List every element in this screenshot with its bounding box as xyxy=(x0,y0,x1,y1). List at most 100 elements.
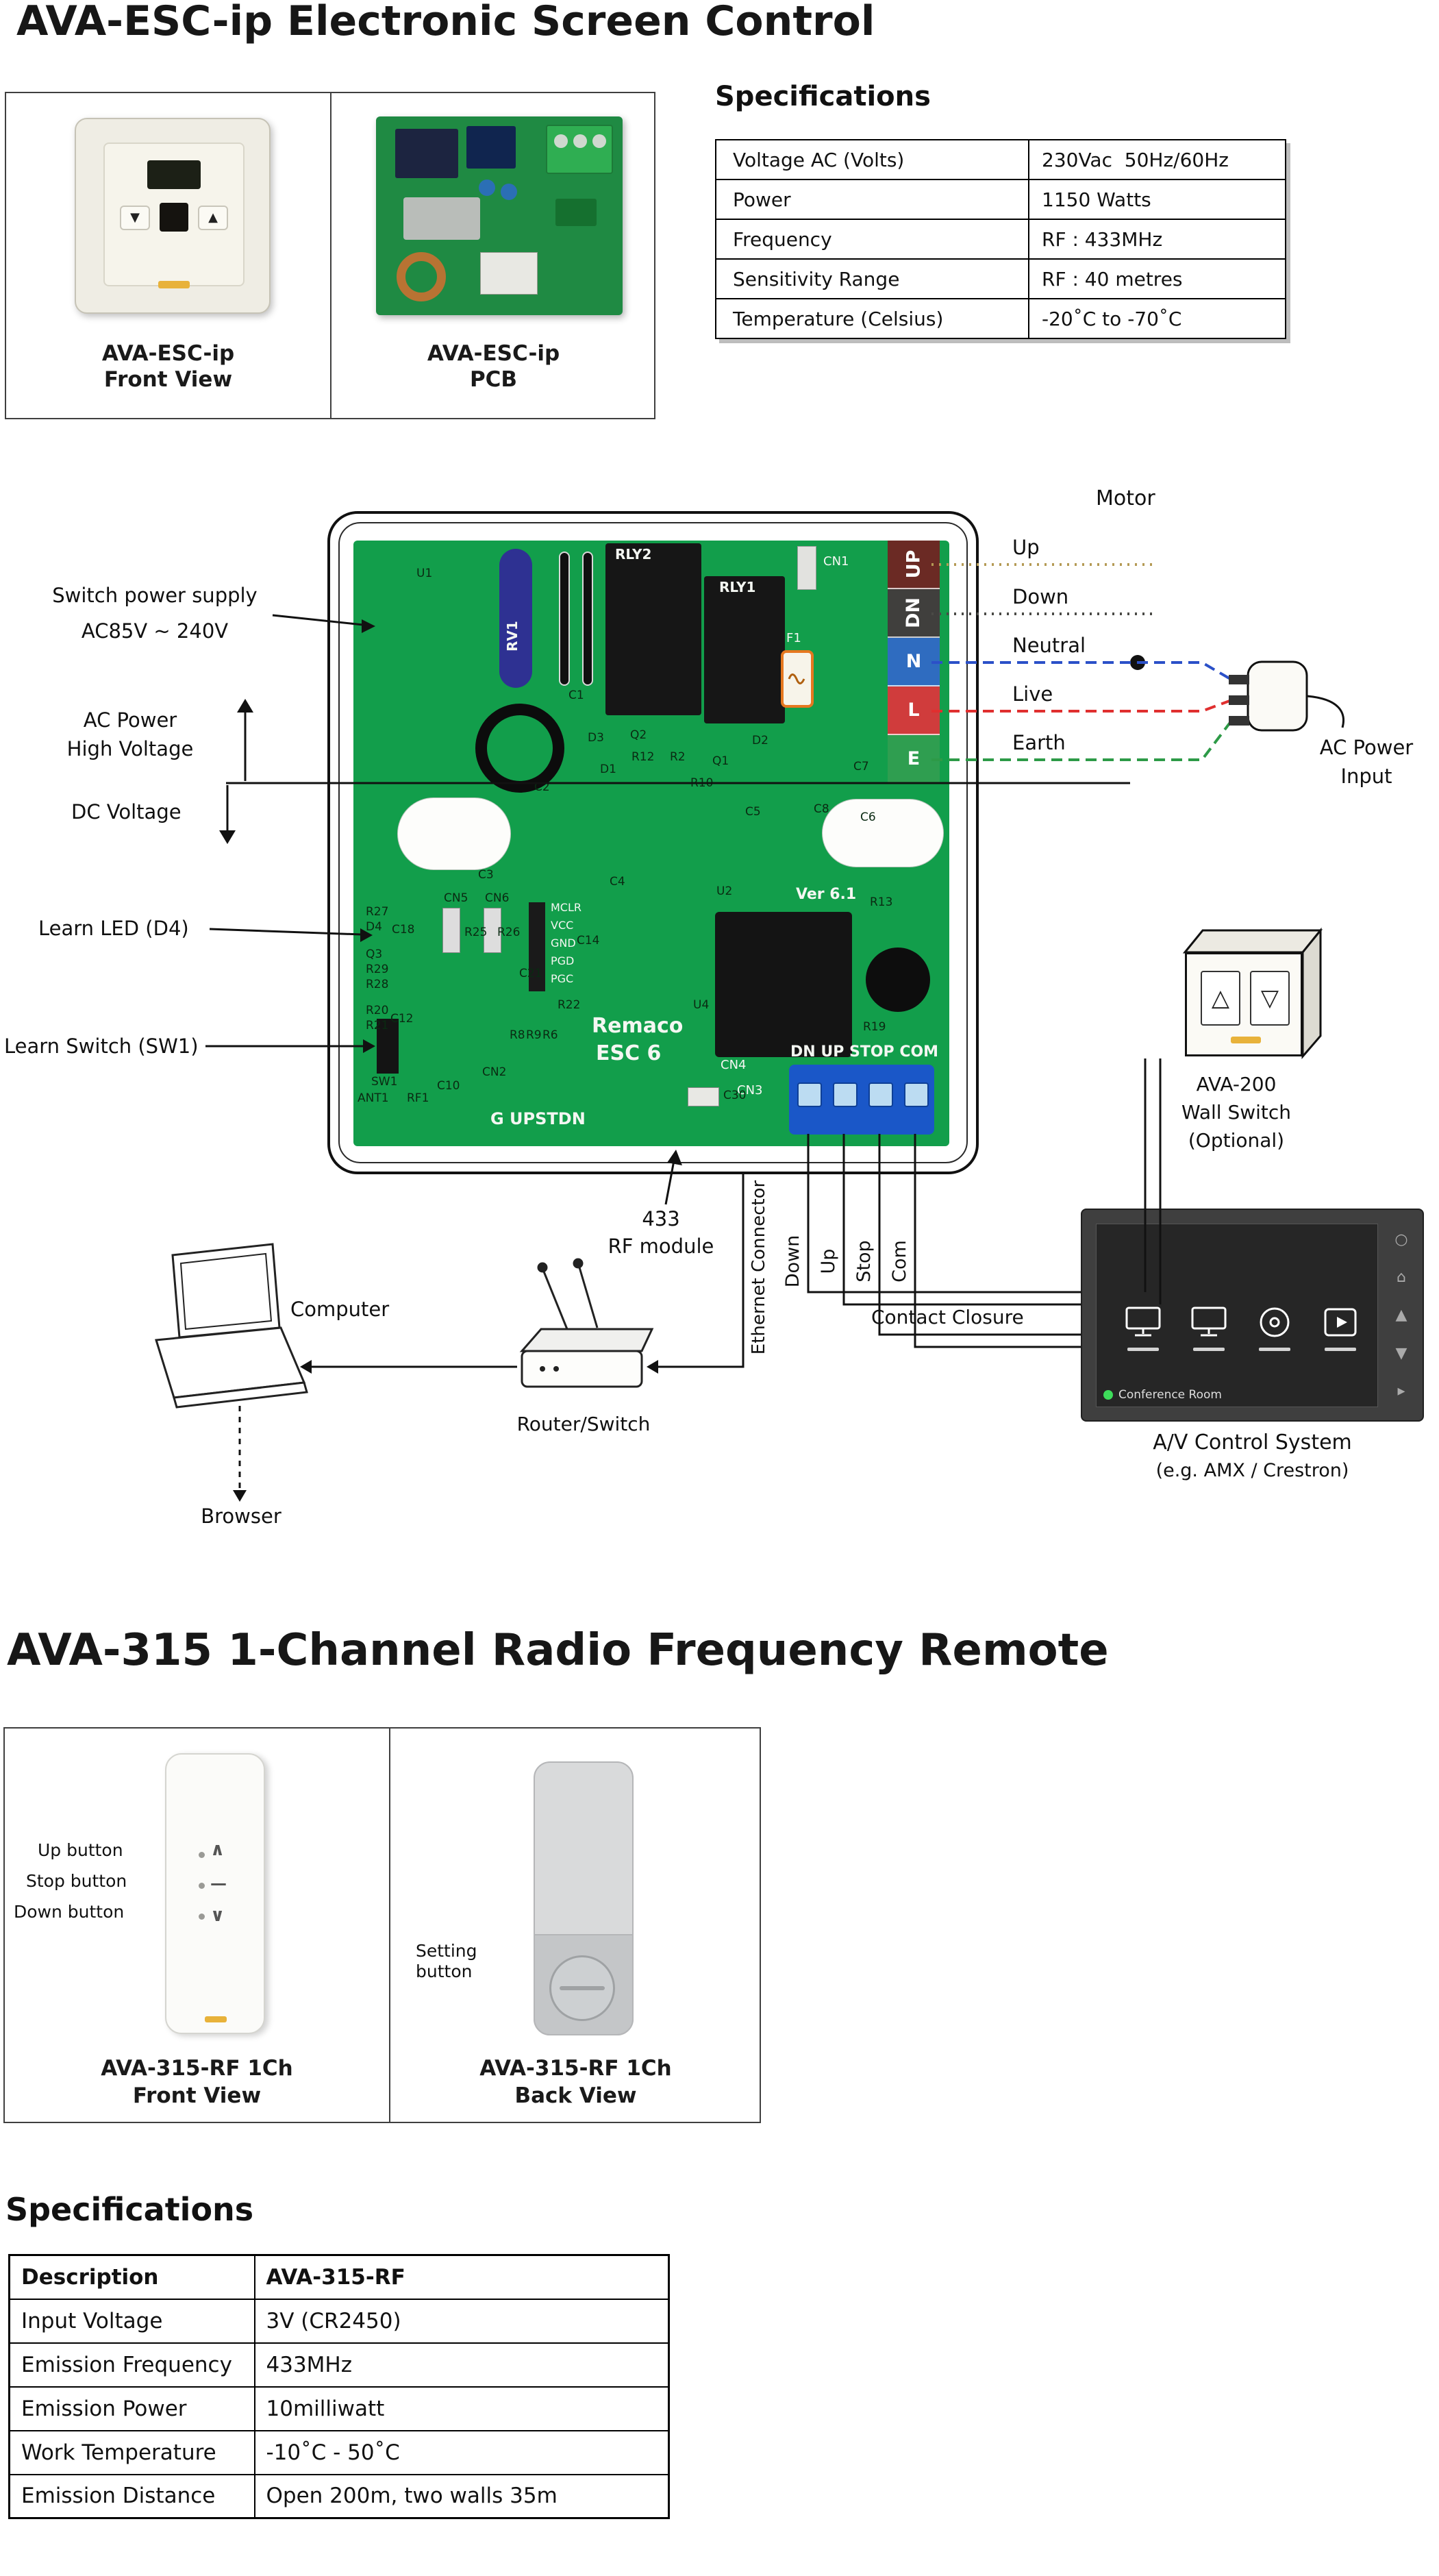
remote-stop-dot xyxy=(199,1883,205,1889)
terminal-screw-up xyxy=(833,1082,858,1107)
plate-ir-window xyxy=(160,203,188,232)
switch-power-supply-label: Switch power supply AC85V ~ 240V xyxy=(52,584,258,643)
esc-photo-box: ▼ ▲ AVA-ESC-ip Front View AVA-ESC-ip PCB xyxy=(5,92,655,419)
remote-down-dot xyxy=(199,1914,205,1920)
power-icon: ○ xyxy=(1394,1231,1408,1249)
page-title-esc: AVA-ESC-ip Electronic Screen Control xyxy=(16,0,875,45)
browser-arrowhead xyxy=(233,1490,247,1502)
pcb-photo-chip xyxy=(555,199,597,226)
spec-row: Input Voltage 3V (CR2450) xyxy=(8,2298,670,2344)
esc-specs-heading: Specifications xyxy=(715,81,931,112)
down-icon: ▼ xyxy=(1395,1344,1407,1362)
spec-value: -20˚C to -70˚C xyxy=(1028,298,1286,339)
up-outline-triangle-icon: △ xyxy=(1211,984,1230,1012)
wall-switch-unit: △ ▽ xyxy=(1185,952,1303,1056)
capacitor-c1b xyxy=(582,552,593,686)
av-tile-caption-bar xyxy=(1193,1348,1225,1351)
varistor-rv1 xyxy=(499,549,532,688)
spec-label: Frequency xyxy=(715,219,1029,260)
ac-terminal-n: N xyxy=(888,638,940,686)
esc-specs-table: Voltage AC (Volts) 230Vac 50Hz/60Hz Powe… xyxy=(715,139,1286,339)
cable-channel-right xyxy=(822,799,944,867)
remote-box-divider xyxy=(389,1729,390,2122)
battery-cover-slot xyxy=(560,1986,605,1990)
pcb-silkscreen-c14: C14 xyxy=(577,934,600,948)
pcb-photo-capacitor xyxy=(479,179,495,196)
spec-label: Emission Power xyxy=(8,2386,255,2431)
pcb-silkscreen-q3: Q3 xyxy=(366,948,383,961)
wire-label-down: Down xyxy=(1012,585,1069,608)
computer-label: Computer xyxy=(290,1298,390,1321)
av-tile-display2 xyxy=(1181,1298,1236,1351)
play-icon xyxy=(1324,1308,1357,1337)
browser-label: Browser xyxy=(201,1504,281,1528)
terminal-screw xyxy=(592,134,606,148)
inductor-toroid xyxy=(475,704,564,793)
pcb-silkscreen-cn5: CN5 xyxy=(444,891,468,905)
ac-up-arrowhead xyxy=(237,699,253,713)
wall-switch-up-button: △ xyxy=(1201,971,1240,1026)
pcb-silkscreen-dn-up-stop-com: DN UP STOP COM xyxy=(790,1043,939,1061)
pcb-silkscreen-r13: R13 xyxy=(870,895,893,909)
pcb-silkscreen-ver-6-1: Ver 6.1 xyxy=(796,886,857,903)
spec-row: Emission Distance Open 200m, two walls 3… xyxy=(8,2473,670,2519)
pcb-silkscreen-rly1: RLY1 xyxy=(719,579,756,595)
remote-front-caption-1: AVA-315-RF 1Ch xyxy=(101,2056,293,2081)
disc-icon xyxy=(1260,1307,1290,1337)
setting-button-label-2: button xyxy=(416,1961,473,1981)
learn-switch-label: Learn Switch (SW1) xyxy=(4,1035,199,1058)
remote-down-icon: ∨ xyxy=(210,1905,225,1926)
brand-logo xyxy=(158,281,190,288)
pcb-silkscreen-r29: R29 xyxy=(366,963,389,976)
pcb-silkscreen-c30: C30 xyxy=(723,1089,747,1102)
contact-label-stop: Stop xyxy=(853,1240,875,1283)
ethernet-arrowhead xyxy=(647,1360,658,1374)
pcb-photo-shield xyxy=(403,197,480,240)
ac-power-high-voltage-label: AC Power High Voltage xyxy=(66,708,194,760)
av-control-panel: Conference Room ○⌂▲▼▸ xyxy=(1081,1209,1424,1422)
monitor-icon xyxy=(1191,1306,1227,1337)
wire-label-neutral: Neutral xyxy=(1012,634,1086,657)
connector-cn6 xyxy=(484,908,501,953)
pcb-silkscreen-r25: R25 xyxy=(464,926,488,939)
spec-label: Temperature (Celsius) xyxy=(715,298,1029,339)
pcb-silkscreen-gnd: GND xyxy=(551,937,576,950)
learn-switch-sw1 xyxy=(377,1019,399,1074)
pcb-silkscreen-c1: C1 xyxy=(568,689,584,702)
pcb-photo-rj45 xyxy=(480,252,538,295)
wall-switch-label: AVA-200 Wall Switch (Optional) xyxy=(1181,1073,1292,1152)
remote-up-dot xyxy=(199,1852,205,1858)
spec-row: Emission Power 10milliwatt xyxy=(8,2386,670,2431)
esc-pcb-photo xyxy=(376,116,623,315)
component-c30 xyxy=(688,1087,719,1106)
remote-logo xyxy=(205,2016,227,2022)
monitor-icon xyxy=(1125,1306,1161,1337)
remote-front-caption-2: Front View xyxy=(132,2083,262,2108)
pcb-silkscreen-r8: R8 xyxy=(510,1028,525,1042)
remote-down-button-label: Down button xyxy=(14,1902,125,1922)
pcb-photo-capacitor xyxy=(501,184,517,200)
remote-back-caption-2: Back View xyxy=(514,2083,637,2108)
spec-row: Work Temperature -10˚C - 50˚C xyxy=(8,2429,670,2475)
ac-terminal-dn: DN xyxy=(888,589,940,638)
av-tile-bluray xyxy=(1247,1298,1302,1351)
contact-terminal-block xyxy=(789,1065,934,1135)
pcb-silkscreen-r10: R10 xyxy=(690,776,714,790)
pcb-silkscreen-u1: U1 xyxy=(416,567,433,580)
av-system-label: A/V Control System (e.g. AMX / Crestron) xyxy=(1153,1431,1352,1481)
down-outline-triangle-icon: ▽ xyxy=(1260,984,1279,1012)
connector-cn5 xyxy=(442,908,460,953)
pcb-silkscreen-q1: Q1 xyxy=(712,754,729,768)
spec-header-value: AVA-315-RF xyxy=(253,2254,670,2300)
connector-cn1 xyxy=(797,546,816,590)
pcb-silkscreen-sw1: SW1 xyxy=(371,1075,398,1089)
plate-display xyxy=(147,160,201,189)
pcb-silkscreen-r26: R26 xyxy=(497,926,521,939)
terminal-screw-com xyxy=(904,1082,929,1107)
av-sidebar: ○⌂▲▼▸ xyxy=(1384,1221,1419,1410)
pcb-silkscreen-c6: C6 xyxy=(860,810,876,824)
contact-label-up: Up xyxy=(818,1248,839,1274)
neutral-junction-dot xyxy=(1130,655,1145,670)
fuse-f1 xyxy=(781,650,814,708)
